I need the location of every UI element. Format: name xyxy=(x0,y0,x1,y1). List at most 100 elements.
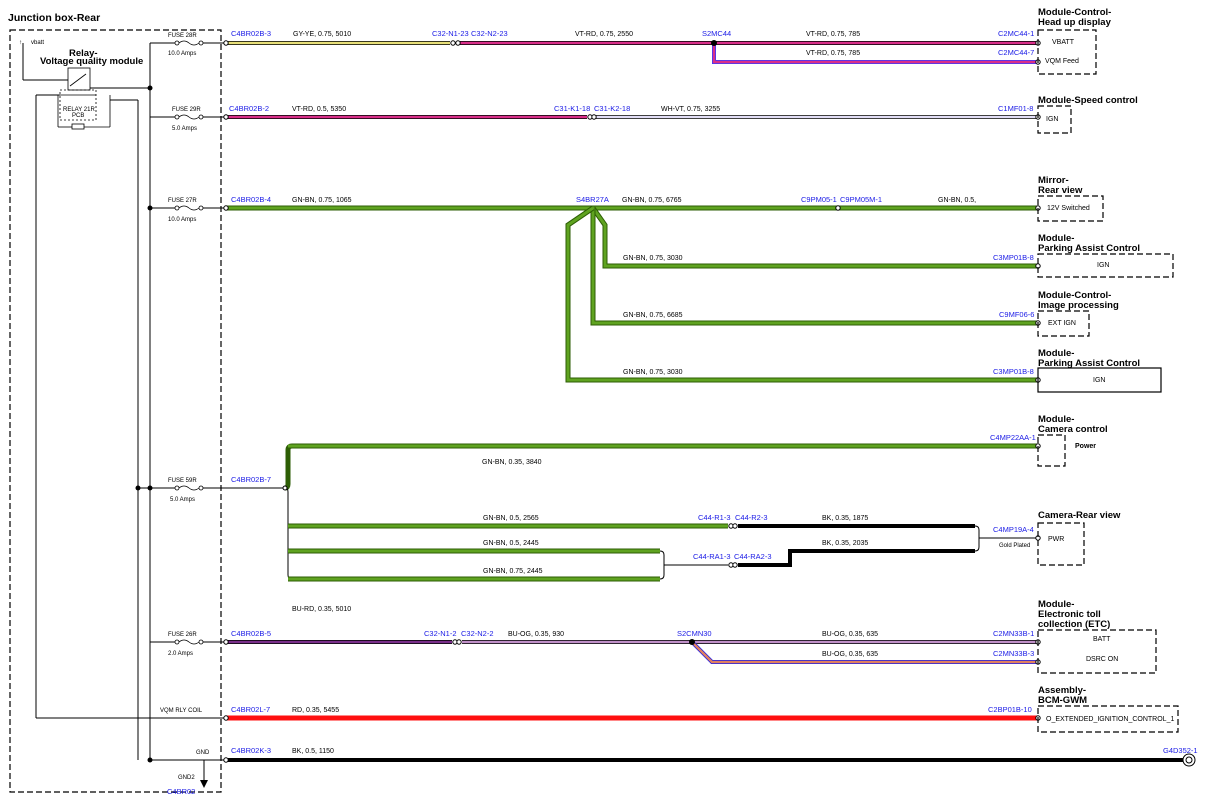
wire-label-3f: GN-BN, 0.75, 3030 xyxy=(623,369,683,376)
module-parking-assist-2: Module- Parking Assist Control IGN xyxy=(1037,348,1162,393)
conn-c2bp01b-10: C2BP01B-10 xyxy=(988,705,1032,714)
svg-text:IGN: IGN xyxy=(1046,116,1058,123)
conn-c3mp01b-8b: C3MP01B-8 xyxy=(993,367,1034,376)
wire-label-5c: BU-OG, 0.35, 635 xyxy=(822,651,878,658)
conn-c2mc44-1: C2MC44-1 xyxy=(998,29,1034,38)
conn-c32n2-2: C32-N2-2 xyxy=(461,629,494,638)
fuse-icon xyxy=(178,114,200,120)
wire-label-1d: VT-RD, 0.75, 785 xyxy=(806,50,860,57)
svg-text:Mirror-: Mirror- xyxy=(1038,175,1069,186)
gnd2-sub-label: C4BR02 xyxy=(167,787,195,796)
wire-label-4a: GN-BN, 0.35, 3840 xyxy=(482,459,542,466)
camera-network xyxy=(284,443,1038,582)
svg-text:5.0 Amps: 5.0 Amps xyxy=(172,126,197,132)
svg-text:Parking Assist Control: Parking Assist Control xyxy=(1038,358,1140,369)
splice-s2cmn30 xyxy=(689,639,695,645)
wire-label-2a: VT-RD, 0.5, 5350 xyxy=(292,106,346,113)
conn-c31k1-18: C31-K1-18 xyxy=(554,104,590,113)
gnd2-label: GND2 xyxy=(178,775,195,781)
relay-title-1: Relay- xyxy=(69,48,98,59)
module-image-processing: Module-Control- Image processing EXT IGN xyxy=(1037,290,1119,337)
wire-label-4c: BK, 0.35, 1875 xyxy=(822,515,868,522)
wire-label-5b: BU-OG, 0.35, 635 xyxy=(822,631,878,638)
conn-c44ra1-3: C44-RA1-3 xyxy=(693,552,731,561)
gnd-label: GND xyxy=(196,750,210,756)
module-bcm-gwm: Assembly- BCM-GWM O_EXTENDED_IGNITION_CO… xyxy=(1037,685,1179,733)
fuse-26r: FUSE 26R 2.0 Amps xyxy=(150,632,226,657)
svg-text:5.0 Amps: 5.0 Amps xyxy=(170,497,195,503)
svg-text:Power: Power xyxy=(1075,443,1096,450)
svg-text:EXT IGN: EXT IGN xyxy=(1048,320,1076,327)
conn-c2mc44-7: C2MC44-7 xyxy=(998,48,1034,57)
wire-label-3c: GN-BN, 0.5, xyxy=(938,197,976,204)
module-etc: Module- Electronic toll collection (ETC)… xyxy=(1037,599,1157,674)
conn-c4br02b-7: C4BR02B-7 xyxy=(231,475,271,484)
relay-coil-box xyxy=(59,89,97,121)
fuse-27r: FUSE 27R 10.0 Amps xyxy=(147,198,226,223)
fuse-icon xyxy=(178,40,200,46)
conn-c32n1-23: C32-N1-23 xyxy=(432,29,469,38)
svg-text:Camera-Rear view: Camera-Rear view xyxy=(1038,510,1121,521)
fuse-icon xyxy=(178,485,200,491)
wire-label-4d: GN-BN, 0.5, 2445 xyxy=(483,540,539,547)
junction-box-title: Junction box-Rear xyxy=(8,12,100,24)
fuse-59r: FUSE 59R 5.0 Amps xyxy=(150,478,285,503)
gn-bn-network xyxy=(226,205,1038,383)
conn-c44r1-3: C44-R1-3 xyxy=(698,513,731,522)
conn-c32n2-23: C32-N2-23 xyxy=(471,29,508,38)
splice-label-s2cmn30: S2CMN30 xyxy=(677,629,712,638)
wire-label-1b: VT-RD, 0.75, 2550 xyxy=(575,31,633,38)
svg-text:Module-: Module- xyxy=(1038,233,1074,244)
svg-text:FUSE 27R: FUSE 27R xyxy=(168,198,197,204)
relay-coil-resistor-icon xyxy=(71,123,85,130)
conn-g4d352-1: G4D352-1 xyxy=(1163,746,1198,755)
conn-c31k2-18: C31-K2-18 xyxy=(594,104,630,113)
svg-text:BATT: BATT xyxy=(1093,636,1111,643)
svg-text:2.0 Amps: 2.0 Amps xyxy=(168,651,193,657)
svg-text:VBATT: VBATT xyxy=(1052,39,1075,46)
conn-c9mf06-6: C9MF06-6 xyxy=(999,310,1034,319)
conn-c4mp22aa-1: C4MP22AA-1 xyxy=(990,433,1036,442)
module-speed-control: Module-Speed control IGN xyxy=(1037,95,1138,134)
vbatt-arrow-icon: ↑ xyxy=(19,40,22,46)
svg-text:10.0 Amps: 10.0 Amps xyxy=(168,51,196,57)
gnd2-arrow-icon xyxy=(200,780,208,788)
wire-label-3a: GN-BN, 0.75, 1065 xyxy=(292,197,352,204)
conn-c44ra2-3: C44-RA2-3 xyxy=(734,552,772,561)
wire-label-2b: WH-VT, 0.75, 3255 xyxy=(661,106,720,113)
module-camera-rear-view: Camera-Rear view PWR xyxy=(1037,510,1121,566)
wire-vt-rd-branch xyxy=(712,43,1038,64)
svg-text:10.0 Amps: 10.0 Amps xyxy=(168,217,196,223)
conn-c4br02l-7: C4BR02L-7 xyxy=(231,705,270,714)
svg-text:Rear view: Rear view xyxy=(1038,185,1083,196)
splice-label-s4br27a: S4BR27A xyxy=(576,195,609,204)
fuse-icon xyxy=(178,205,200,211)
conn-c9pm05-1: C9PM05-1 xyxy=(801,195,837,204)
svg-text:O_EXTENDED_IGNITION_CONTROL_1: O_EXTENDED_IGNITION_CONTROL_1 xyxy=(1046,716,1174,723)
svg-text:Module-Control-: Module-Control- xyxy=(1038,7,1111,18)
svg-text:IGN: IGN xyxy=(1097,262,1109,269)
vbatt-label: vbatt xyxy=(31,40,44,46)
conn-c4mp19a-4: C4MP19A-4 xyxy=(993,525,1034,534)
vqm-coil-label: VQM RLY COIL xyxy=(160,708,203,714)
conn-c2mn33b-3: C2MN33B-3 xyxy=(993,649,1034,658)
svg-text:Module-: Module- xyxy=(1038,348,1074,359)
conn-c44r2-3: C44-R2-3 xyxy=(735,513,768,522)
svg-text:FUSE 59R: FUSE 59R xyxy=(168,478,197,484)
wire-label-4e: BK, 0.35, 2035 xyxy=(822,540,868,547)
svg-text:IGN: IGN xyxy=(1093,377,1105,384)
module-mirror-rear-view: Mirror- Rear view 12V Switched xyxy=(1037,175,1104,222)
wire-label-5a: BU-OG, 0.35, 930 xyxy=(508,631,564,638)
wire-label-7: BK, 0.5, 1150 xyxy=(292,748,334,755)
conn-c2mn33b-1: C2MN33B-1 xyxy=(993,629,1034,638)
wire-label-4f: GN-BN, 0.75, 2445 xyxy=(483,568,543,575)
svg-text:collection (ETC): collection (ETC) xyxy=(1038,619,1110,630)
svg-text:PWR: PWR xyxy=(1048,536,1064,543)
svg-text:FUSE 26R: FUSE 26R xyxy=(168,632,197,638)
conn-c9pm05m-1: C9PM05M-1 xyxy=(840,195,882,204)
wire-label-3d: GN-BN, 0.75, 3030 xyxy=(623,255,683,262)
splice-s2mc44 xyxy=(711,40,717,46)
wire-label-6: RD, 0.35, 5455 xyxy=(292,707,339,714)
svg-text:Module-: Module- xyxy=(1038,414,1074,425)
